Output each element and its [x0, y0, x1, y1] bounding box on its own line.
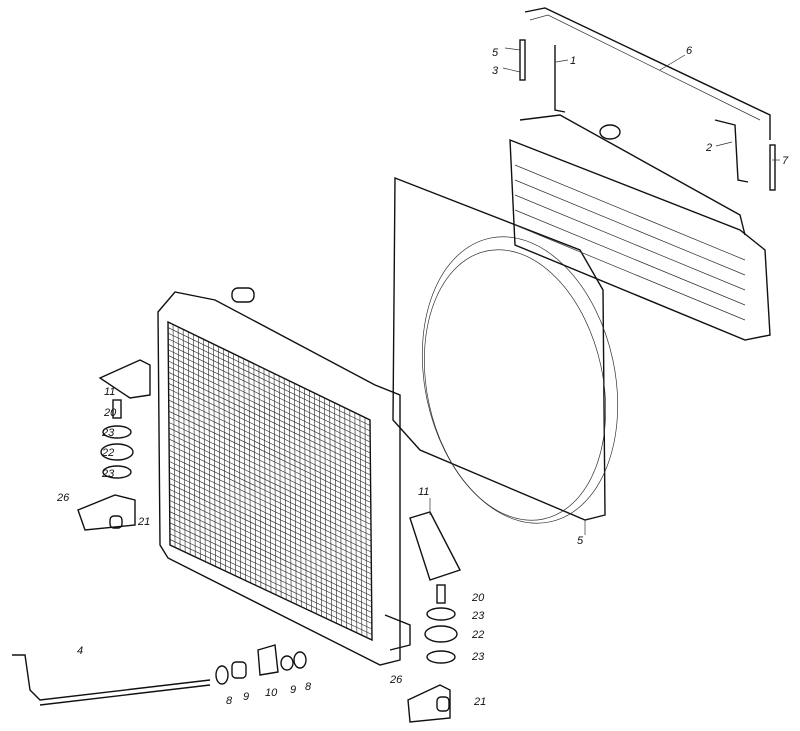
radiator	[157, 287, 411, 666]
tie-rod	[12, 644, 307, 706]
label-9: 9	[243, 691, 249, 703]
label-4: 4	[77, 645, 83, 657]
label-10: 10	[265, 687, 278, 699]
label-7: 7	[782, 155, 789, 167]
label-2: 2	[705, 142, 712, 154]
label-22: 22	[471, 629, 484, 641]
label-3: 3	[492, 65, 499, 77]
label-8: 8	[226, 695, 233, 707]
label-22: 22	[101, 447, 114, 459]
label-6: 6	[686, 45, 693, 57]
label-21: 21	[137, 516, 150, 528]
left-mount	[77, 359, 151, 531]
label-21: 21	[473, 696, 486, 708]
label-26: 26	[56, 492, 70, 504]
label-23: 23	[471, 651, 485, 663]
label-8: 8	[305, 681, 312, 693]
fan-shroud	[392, 176, 619, 524]
label-23: 23	[471, 610, 485, 622]
label-23: 23	[101, 468, 115, 480]
label-20: 20	[471, 592, 485, 604]
part-labels: 5 3 1 6 2 7 11 20 23 22 23 26 21 5 11 20…	[56, 45, 789, 708]
label-20: 20	[103, 407, 117, 419]
label-23: 23	[101, 427, 115, 439]
mounting-frame	[519, 7, 776, 191]
label-11: 11	[104, 386, 115, 398]
label-5: 5	[577, 535, 584, 547]
label-5: 5	[492, 47, 499, 59]
charge-air-cooler	[509, 114, 771, 341]
leader-lines	[429, 47, 780, 535]
label-9: 9	[290, 684, 296, 696]
right-mount	[407, 511, 461, 723]
label-11: 11	[418, 486, 429, 498]
label-26: 26	[389, 674, 403, 686]
label-1: 1	[570, 55, 576, 67]
